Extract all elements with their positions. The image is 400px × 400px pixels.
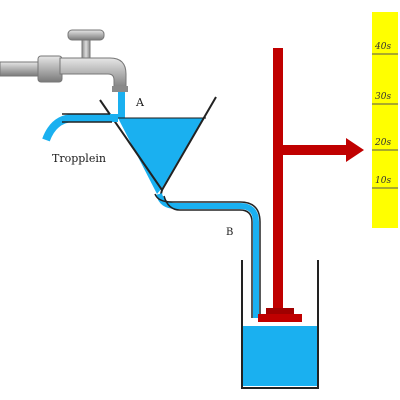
scale-tick-label: 10s — [375, 176, 391, 186]
label-point-b: B — [226, 227, 233, 238]
label-overflow: Tropplein — [52, 152, 106, 165]
drain-tube — [154, 193, 261, 318]
piston — [258, 48, 364, 322]
overflow-pipe — [42, 113, 118, 142]
scale-tick-label: 30s — [375, 92, 391, 102]
funnel — [99, 96, 217, 199]
faucet-stream — [118, 92, 125, 118]
time-scale: 40s 30s 20s 10s — [372, 12, 398, 228]
label-point-a: A — [135, 96, 145, 109]
arrow-right-icon — [346, 138, 364, 162]
faucet-icon — [0, 29, 128, 92]
vessel — [241, 260, 319, 389]
scale-tick-label: 40s — [374, 42, 391, 52]
scale-tick-label: 20s — [374, 138, 391, 148]
